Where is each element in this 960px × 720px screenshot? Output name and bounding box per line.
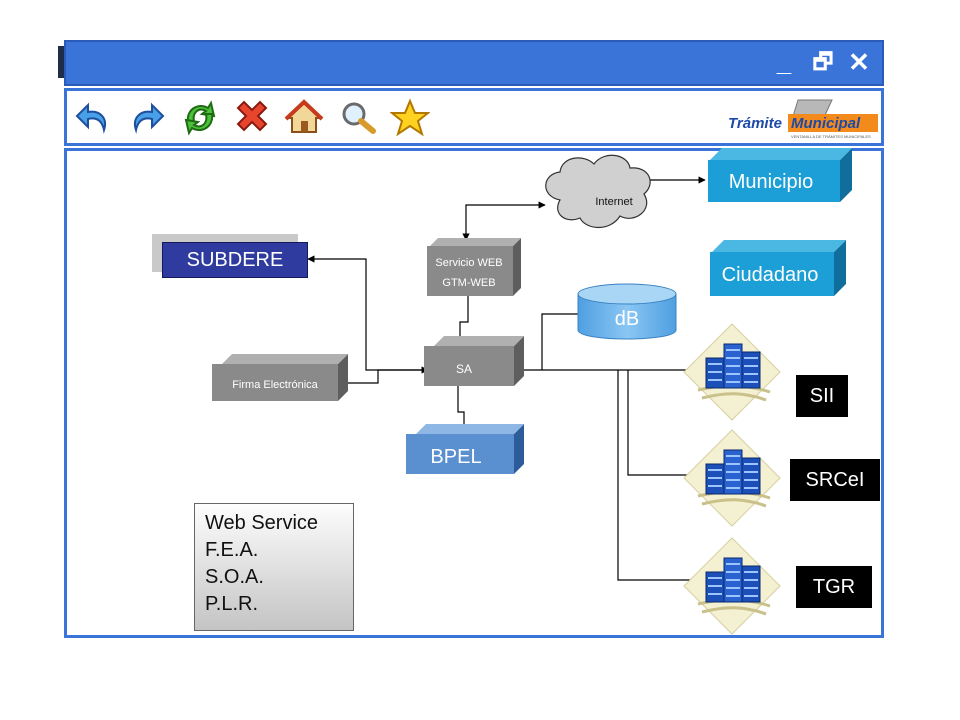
svg-text:VENTANILLA DE TRÁMITES MUNICIP: VENTANILLA DE TRÁMITES MUNICIPALES [791, 134, 871, 139]
srcel-label[interactable]: SRCeI [790, 459, 880, 501]
db-cylinder[interactable]: dB [577, 283, 677, 340]
close-button[interactable]: ✕ [848, 47, 870, 77]
home-icon[interactable] [284, 98, 324, 138]
servicio-web-label: Servicio WEB [435, 257, 502, 269]
window-left-accent [58, 46, 64, 78]
bpel-box[interactable]: BPEL [406, 424, 524, 474]
legend-item: P.L.R. [205, 593, 258, 615]
gtm-web-label: GTM-WEB [442, 277, 495, 289]
delete-icon[interactable] [232, 98, 272, 138]
ciudadano-box[interactable]: Ciudadano [710, 240, 846, 296]
municipio-box[interactable]: Municipio [708, 148, 852, 202]
connectors [307, 176, 706, 581]
bpel-label: BPEL [430, 446, 481, 468]
favorite-icon[interactable] [390, 98, 430, 138]
redo-icon[interactable] [126, 98, 166, 138]
sa-label: SA [456, 362, 472, 376]
legend-item: S.O.A. [205, 566, 264, 588]
undo-icon[interactable] [74, 98, 114, 138]
internet-cloud: Internet [545, 154, 651, 229]
ciudadano-label: Ciudadano [722, 264, 819, 286]
svg-text:Municipal: Municipal [791, 115, 861, 132]
firma-electronica-box[interactable]: Firma Electrónica [212, 354, 348, 401]
building-icon-srcel [683, 429, 781, 527]
firma-label: Firma Electrónica [232, 379, 318, 391]
servicio-web-box[interactable]: Servicio WEB GTM-WEB [427, 238, 521, 296]
refresh-icon[interactable] [180, 98, 220, 138]
building-icon-sii [683, 323, 781, 421]
legend-box: Web Service F.E.A. S.O.A. P.L.R. [194, 503, 354, 631]
search-icon[interactable] [338, 98, 378, 138]
sii-label[interactable]: SII [796, 375, 848, 417]
toolbar [64, 88, 884, 146]
window-titlebar [64, 40, 884, 86]
restore-button[interactable]: 🗗 [812, 49, 834, 74]
tgr-label[interactable]: TGR [796, 566, 872, 608]
municipio-label: Municipio [729, 171, 813, 193]
sa-box[interactable]: SA [424, 336, 524, 386]
legend-item: F.E.A. [205, 539, 259, 561]
svg-text:Trámite: Trámite [728, 115, 782, 132]
subdere-box[interactable]: SUBDERE [162, 242, 308, 278]
legend-item: Web Service [205, 512, 319, 534]
tramite-municipal-logo: Trámite Municipal VENTANILLA DE TRÁMITES… [728, 99, 878, 139]
db-label: dB [615, 308, 639, 330]
minimize-button[interactable]: _ [776, 47, 792, 77]
internet-label: Internet [595, 196, 632, 208]
building-icon-tgr [683, 537, 781, 635]
